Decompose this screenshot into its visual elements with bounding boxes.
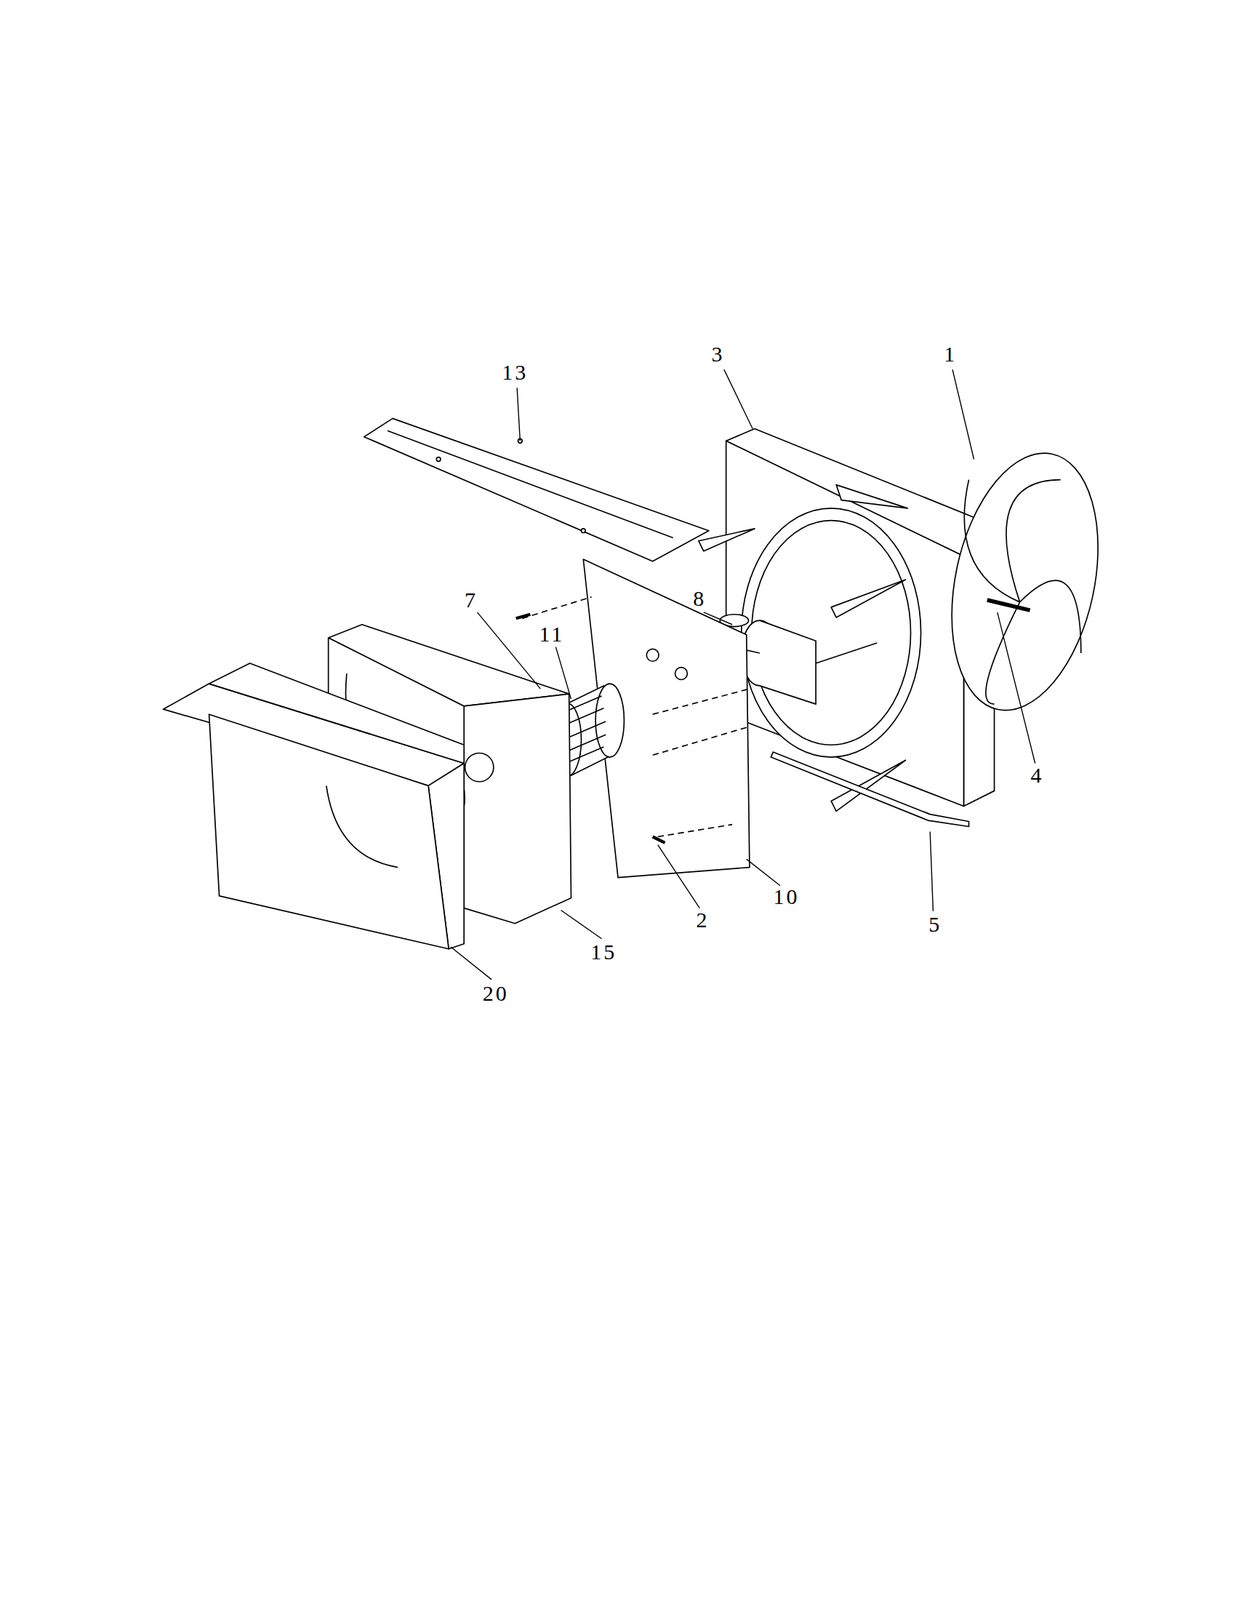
callout-number: 1 (943, 343, 957, 365)
callout-number: 3 (711, 343, 725, 365)
callout-number: 7 (464, 588, 478, 611)
support-rod (770, 751, 969, 826)
callout-number: 20 (482, 982, 509, 1005)
callout-number: 8 (692, 587, 706, 610)
callout-number: 4 (1030, 764, 1044, 786)
callout-number: 11 (538, 623, 565, 645)
mounting-plate (583, 559, 750, 878)
callout-number: 5 (928, 913, 942, 935)
callout-number: 2 (695, 908, 709, 931)
top-panel (364, 418, 709, 561)
callout-number: 15 (590, 940, 617, 963)
callout-number: 13 (501, 361, 528, 384)
front-frame (162, 663, 464, 949)
condenser-fan (929, 439, 1120, 724)
leader-line (450, 369, 1036, 980)
callout-number: 10 (772, 885, 800, 908)
